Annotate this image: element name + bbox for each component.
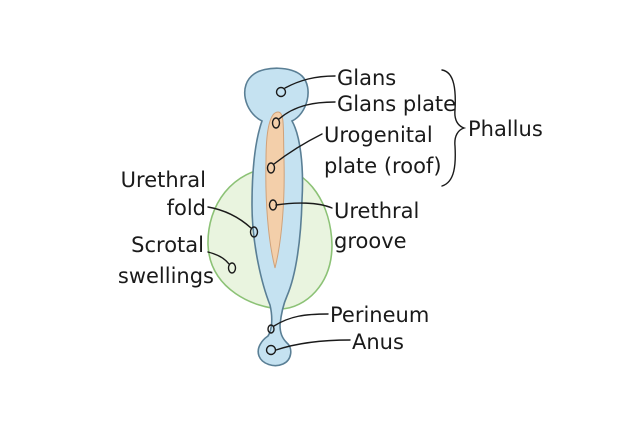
label-perineum: Perineum xyxy=(330,303,429,327)
glans-plate-leader xyxy=(278,101,336,120)
glans-marker xyxy=(275,86,287,98)
label-glans-plate: Glans plate xyxy=(337,92,456,116)
urethral-groove-leader xyxy=(275,202,333,209)
scrotal-swellings-marker xyxy=(227,262,237,274)
label-urethral-groove-line2: groove xyxy=(334,229,407,253)
label-glans: Glans xyxy=(337,66,396,90)
urethral-fold-marker xyxy=(249,226,259,238)
scrotal-leader xyxy=(207,251,230,265)
urethral-fold-leader xyxy=(207,206,252,229)
label-anus: Anus xyxy=(352,330,404,354)
label-urogenital-line1: Urogenital xyxy=(324,123,433,147)
label-scrotal-line1: Scrotal xyxy=(131,233,204,257)
phallus-brace xyxy=(441,69,467,187)
anus-leader xyxy=(275,339,351,351)
label-urethral-fold-line2: fold xyxy=(167,196,206,220)
label-scrotal-line2: swellings xyxy=(118,264,214,288)
perineum-marker xyxy=(267,324,275,334)
urogenital-leader xyxy=(273,133,323,165)
label-urethral-fold-line1: Urethral xyxy=(121,168,206,192)
urogenital-plate-marker xyxy=(266,162,276,174)
label-urogenital-line2: plate (roof) xyxy=(324,154,442,178)
glans-leader xyxy=(284,75,336,89)
glans-plate-marker xyxy=(271,117,281,129)
perineum-leader xyxy=(273,313,329,327)
label-urethral-groove-line1: Urethral xyxy=(334,199,419,223)
urogenital-plate-shape xyxy=(265,111,285,269)
label-phallus: Phallus xyxy=(468,117,543,141)
